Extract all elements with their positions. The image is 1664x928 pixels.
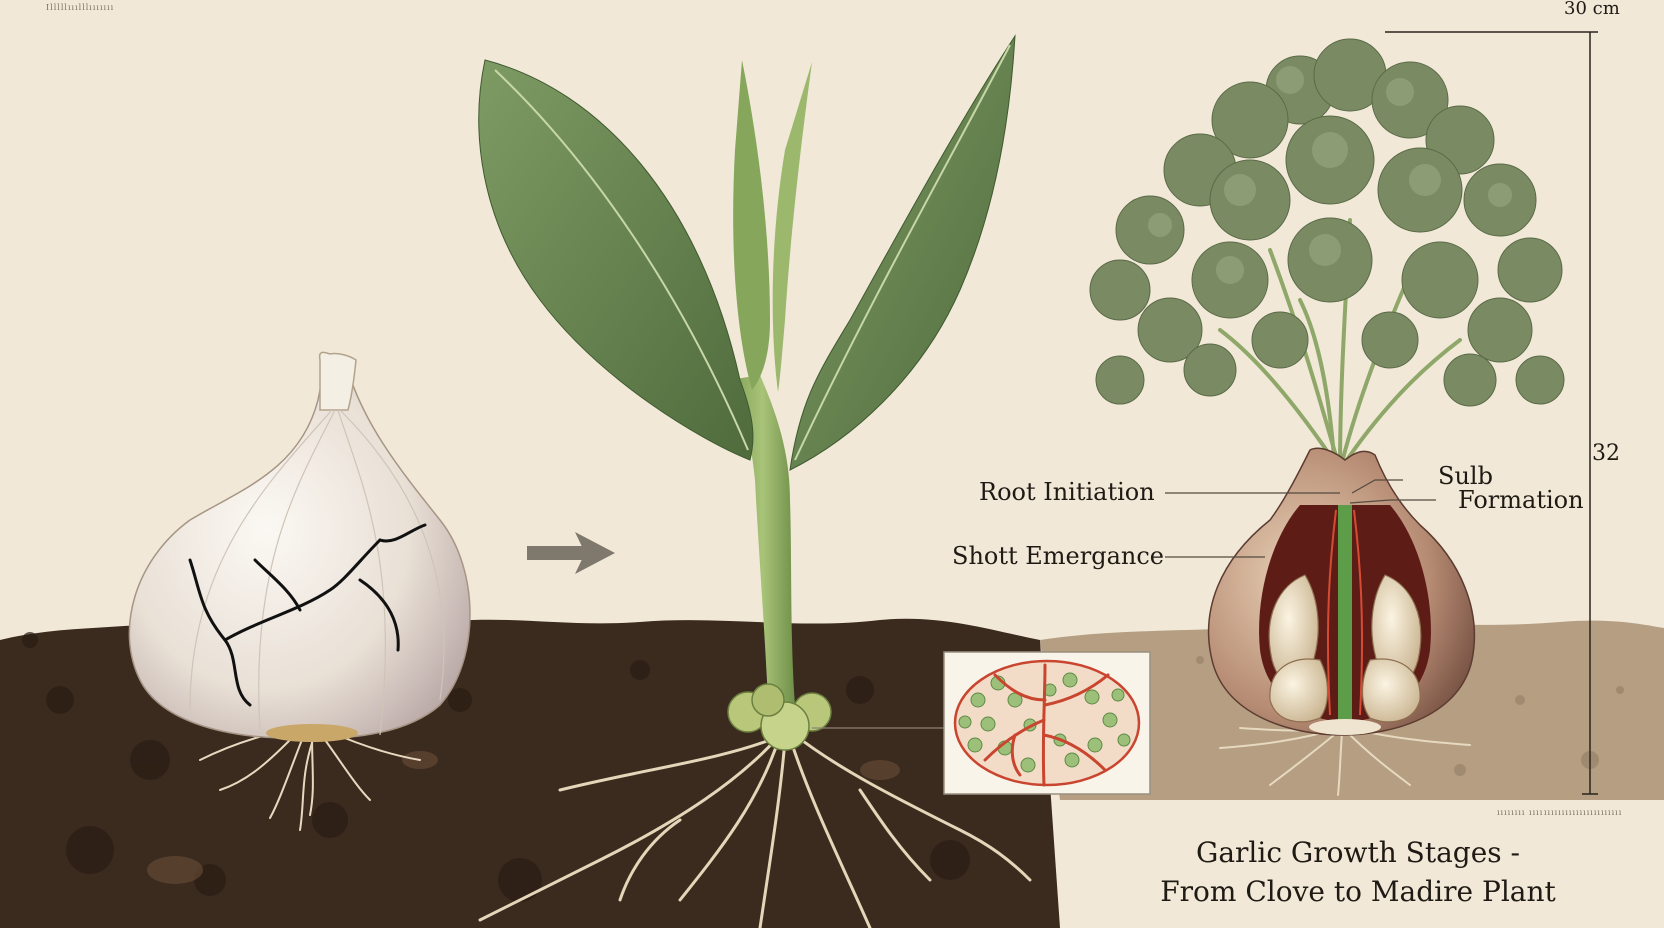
label-leaders [1165, 479, 1436, 558]
seedling-stem [730, 375, 795, 705]
bulb-ridges [189, 409, 445, 736]
stage-arrow-icon [527, 532, 615, 574]
stage-garlic-bulb [128, 351, 471, 831]
leaf-left-midrib [494, 69, 749, 451]
bulb-cracks [188, 523, 427, 707]
fine-print-bottom-b: ıııııııııııııııııııııı [1544, 808, 1623, 817]
shoot-right [772, 62, 812, 392]
bulb-neck [318, 351, 357, 411]
stage-seedling [478, 34, 1032, 928]
leaf-right [789, 34, 1016, 471]
label-root-initiation: Root Initiation [979, 478, 1155, 506]
seedling-roots [478, 733, 1032, 928]
label-bulb-line1: Sulb [1438, 462, 1493, 490]
diagram-title-line2: From Clove to Madire Plant [1160, 875, 1556, 908]
bulb-cloves [1268, 574, 1422, 723]
fine-print-bottom-a: ıııııııı ıııı [1497, 808, 1544, 817]
scale-bar [1385, 31, 1598, 795]
mature-basal-plate [1309, 719, 1381, 735]
shoot-left [733, 60, 770, 390]
cell-veins [983, 663, 1110, 787]
bulb-veins [1326, 509, 1364, 716]
soil-texture [22, 632, 970, 902]
seedling-cloves [727, 683, 832, 751]
bulb-core [1338, 505, 1352, 720]
stage-mature-plant [1089, 38, 1565, 796]
foliage-highlights [1148, 66, 1512, 284]
soil-lumps [147, 713, 900, 884]
bulb-body [128, 357, 471, 740]
fine-print-top-left: Illlllııılllııııııı [46, 3, 115, 12]
leaf-right-midrib [794, 44, 1011, 461]
diagram-title-line1: Garlic Growth Stages - [1195, 836, 1521, 869]
scale-side-label: 32 [1592, 441, 1620, 466]
cell-section-inset [943, 651, 1151, 795]
leaf-left [478, 59, 754, 461]
label-bulb-line2: Formation [1458, 486, 1584, 514]
scale-top-label: 30 cm [1564, 0, 1620, 19]
label-shoot-emergence: Shott Emergance [952, 542, 1164, 570]
bulb-basal-plate [266, 724, 358, 742]
